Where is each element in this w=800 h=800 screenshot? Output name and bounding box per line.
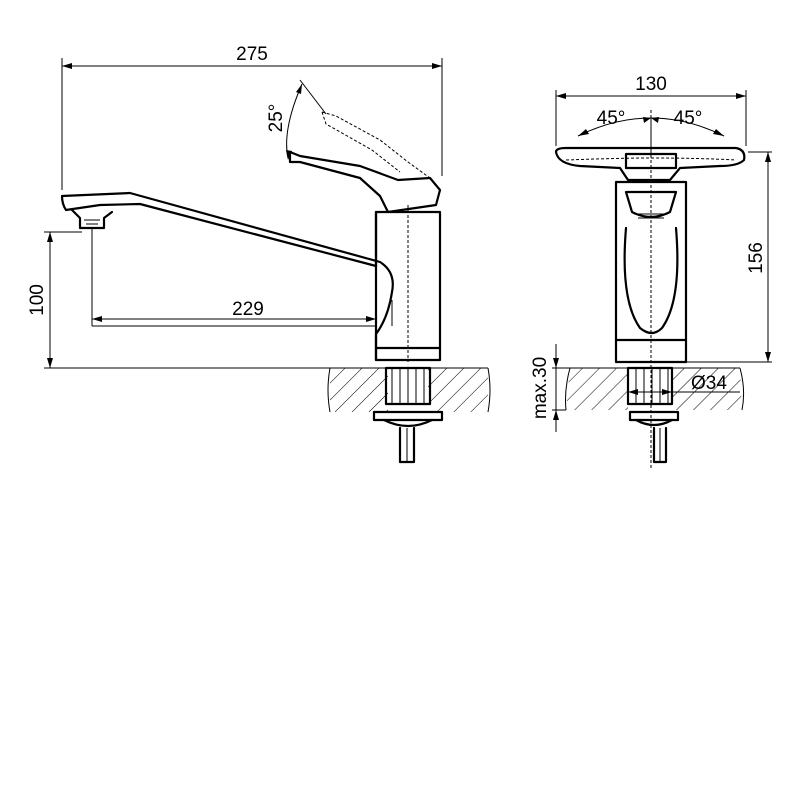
dim-overall-length: 275 [61,44,443,190]
dim-max-thickness-label: max.30 [530,357,551,419]
dim-hole-diameter-label: Ø34 [691,373,727,394]
dim-spout-height: 100 [27,231,330,369]
dim-overall-length-label: 275 [236,44,268,65]
side-aerator [70,208,114,230]
dim-hole-diameter: Ø34 [628,373,740,395]
dim-total-height-label: 156 [746,242,767,274]
dim-spout-reach-label: 229 [232,299,264,320]
front-mounting-hardware [626,366,680,464]
dim-width-label: 130 [635,74,667,95]
dim-spout-height-label: 100 [27,284,48,316]
front-lever-top [554,146,746,182]
dim-lever-angle: 25° [266,79,327,160]
side-countertop-left [330,368,388,412]
side-lever [288,150,442,214]
dim-rotation-right-label: 45° [674,108,703,129]
side-countertop-right [428,368,488,412]
dim-width: 130 [555,74,747,146]
front-countertop-right [672,368,742,410]
dim-total-height: 156 [686,151,772,363]
dim-max-thickness: max.30 [530,344,570,432]
dim-lever-angle-label: 25° [266,104,287,133]
side-mounting-hardware [372,366,444,464]
front-countertop-left [566,368,628,410]
side-spout [60,191,442,362]
side-lever-raised [321,111,431,179]
side-view: 275 229 100 25° [27,44,491,464]
front-view: 130 45° 45° 156 max.30 Ø34 [530,74,772,470]
dim-spout-reach: 229 [91,228,393,327]
dim-rotation: 45° 45° [577,108,725,150]
dim-rotation-left-label: 45° [597,108,626,129]
